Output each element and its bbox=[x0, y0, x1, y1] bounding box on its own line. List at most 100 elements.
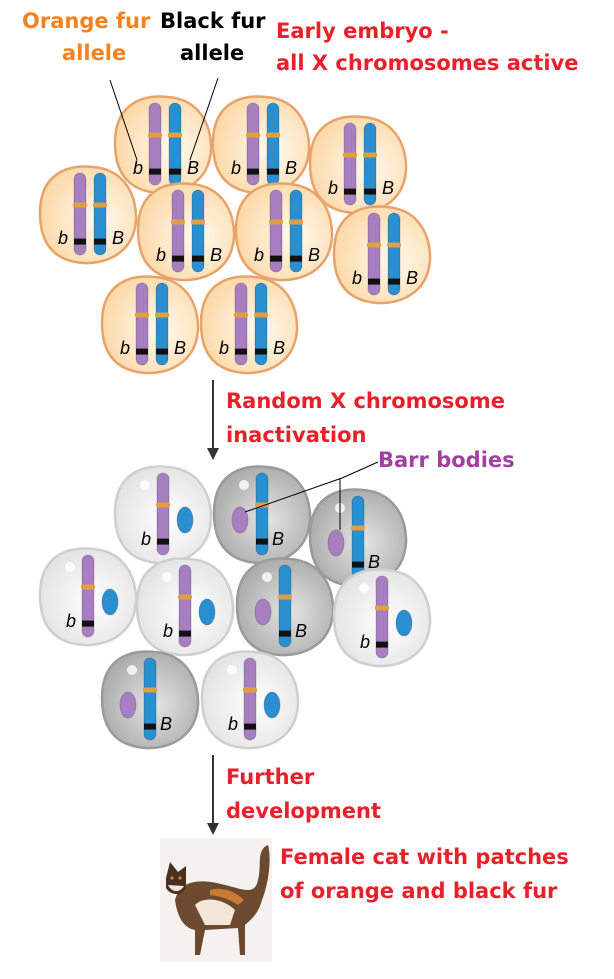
orange-allele-chromosome bbox=[234, 282, 248, 366]
centromere-band bbox=[171, 219, 185, 225]
active-orange-chromosome bbox=[81, 554, 95, 638]
chromosome-body bbox=[255, 472, 269, 556]
chromosome-body bbox=[246, 102, 260, 186]
highlight bbox=[227, 665, 237, 675]
black-allele-label-1: Black fur bbox=[160, 9, 266, 33]
centromere-band bbox=[234, 312, 248, 318]
embryo-cell bbox=[211, 95, 311, 195]
allele-B-label: B bbox=[112, 228, 124, 248]
allele-b-label: b bbox=[66, 611, 76, 631]
allele-locus-band bbox=[247, 168, 259, 175]
allele-locus-band bbox=[157, 538, 169, 545]
allele-locus-band bbox=[368, 278, 380, 285]
centromere-band bbox=[73, 202, 87, 208]
black-allele-chromosome bbox=[155, 282, 169, 366]
allele-b-label: b bbox=[254, 245, 264, 265]
allele-b-label: b bbox=[58, 228, 68, 248]
allele-B-label: B bbox=[187, 158, 199, 178]
cat-eye bbox=[170, 876, 174, 880]
early-embryo-label-2: all X chromosomes active bbox=[276, 51, 579, 75]
black-allele-chromosome bbox=[254, 282, 268, 366]
allele-locus-band bbox=[270, 255, 282, 262]
inactive-nucleus-body bbox=[198, 598, 216, 626]
orange-allele-label-2: allele bbox=[62, 41, 127, 65]
allele-b-label: b bbox=[228, 714, 238, 734]
chromosome-body bbox=[156, 472, 170, 556]
centromere-band bbox=[81, 584, 95, 590]
allele-locus-band bbox=[352, 561, 364, 568]
active-black-chromosome bbox=[143, 657, 157, 741]
allele-locus-band bbox=[156, 348, 168, 355]
allele-locus-band bbox=[256, 538, 268, 545]
inactive-nucleus-body bbox=[176, 506, 194, 534]
embryo-cell bbox=[113, 95, 213, 195]
centromere-band bbox=[343, 152, 357, 158]
barr-bodies-label: Barr bodies bbox=[378, 448, 515, 472]
black-allele-chromosome bbox=[191, 189, 205, 273]
centromere-band bbox=[351, 525, 365, 531]
allele-locus-band bbox=[136, 348, 148, 355]
barr-body bbox=[231, 506, 249, 534]
chromosome-body bbox=[135, 282, 149, 366]
orange-allele-chromosome bbox=[246, 102, 260, 186]
cat-white-patch bbox=[195, 899, 235, 925]
embryo-cell bbox=[100, 275, 200, 375]
early-embryo-label-1: Early embryo - bbox=[276, 19, 449, 43]
centromere-band bbox=[375, 605, 389, 611]
embryo-cell bbox=[308, 115, 408, 215]
allele-b-label: b bbox=[120, 338, 130, 358]
allele-locus-band bbox=[74, 238, 86, 245]
allele-b-label: b bbox=[231, 158, 241, 178]
orange-allele-chromosome bbox=[269, 189, 283, 273]
barr-body-pointer bbox=[244, 461, 379, 513]
highlight bbox=[162, 572, 172, 582]
active-black-chromosome bbox=[351, 495, 365, 579]
chromosome-body bbox=[171, 189, 185, 273]
black-allele-label-2: allele bbox=[180, 41, 245, 65]
black-allele-chromosome bbox=[168, 102, 182, 186]
centromere-band bbox=[155, 312, 169, 318]
barr-body bbox=[254, 598, 272, 626]
chromosome-body bbox=[243, 657, 257, 741]
centromere-band bbox=[363, 152, 377, 158]
allele-b-label: b bbox=[352, 268, 362, 288]
inactive-nucleus-body bbox=[263, 691, 281, 719]
highlight bbox=[65, 562, 75, 572]
allele-b-label: b bbox=[328, 178, 338, 198]
allele-locus-band bbox=[94, 238, 106, 245]
allele-B-label: B bbox=[160, 714, 172, 734]
cat-body bbox=[175, 845, 270, 955]
chromosome-body bbox=[387, 212, 401, 296]
orange-allele-chromosome bbox=[171, 189, 185, 273]
chromosome-body bbox=[375, 575, 389, 659]
allele-locus-band bbox=[344, 188, 356, 195]
allele-locus-band bbox=[172, 255, 184, 262]
centromere-band bbox=[255, 502, 269, 508]
centromere-band bbox=[178, 594, 192, 600]
allele-b-label: b bbox=[163, 621, 173, 641]
allele-b-label: b bbox=[156, 245, 166, 265]
centromere-band bbox=[266, 132, 280, 138]
orange-allele-pointer bbox=[109, 79, 138, 161]
allele-B-label: B bbox=[210, 245, 222, 265]
allele-locus-band bbox=[376, 641, 388, 648]
female-cat-label-2: of orange and black fur bbox=[280, 879, 558, 903]
highlight bbox=[127, 665, 137, 675]
female-cat-label-1: Female cat with patches bbox=[280, 845, 569, 869]
allele-locus-band bbox=[267, 168, 279, 175]
allele-B-label: B bbox=[295, 621, 307, 641]
allele-B-label: B bbox=[368, 552, 380, 572]
centromere-band bbox=[367, 242, 381, 248]
allele-locus-band bbox=[235, 348, 247, 355]
inactivation-label-2: inactivation bbox=[226, 423, 367, 447]
allele-locus-band bbox=[144, 723, 156, 730]
active-orange-chromosome bbox=[243, 657, 257, 741]
allele-locus-band bbox=[388, 278, 400, 285]
active-orange-chromosome bbox=[156, 472, 170, 556]
highlight bbox=[359, 583, 369, 593]
black-allele-chromosome bbox=[387, 212, 401, 296]
centromere-band bbox=[243, 687, 257, 693]
allele-B-label: B bbox=[285, 158, 297, 178]
allele-B-label: B bbox=[406, 268, 418, 288]
